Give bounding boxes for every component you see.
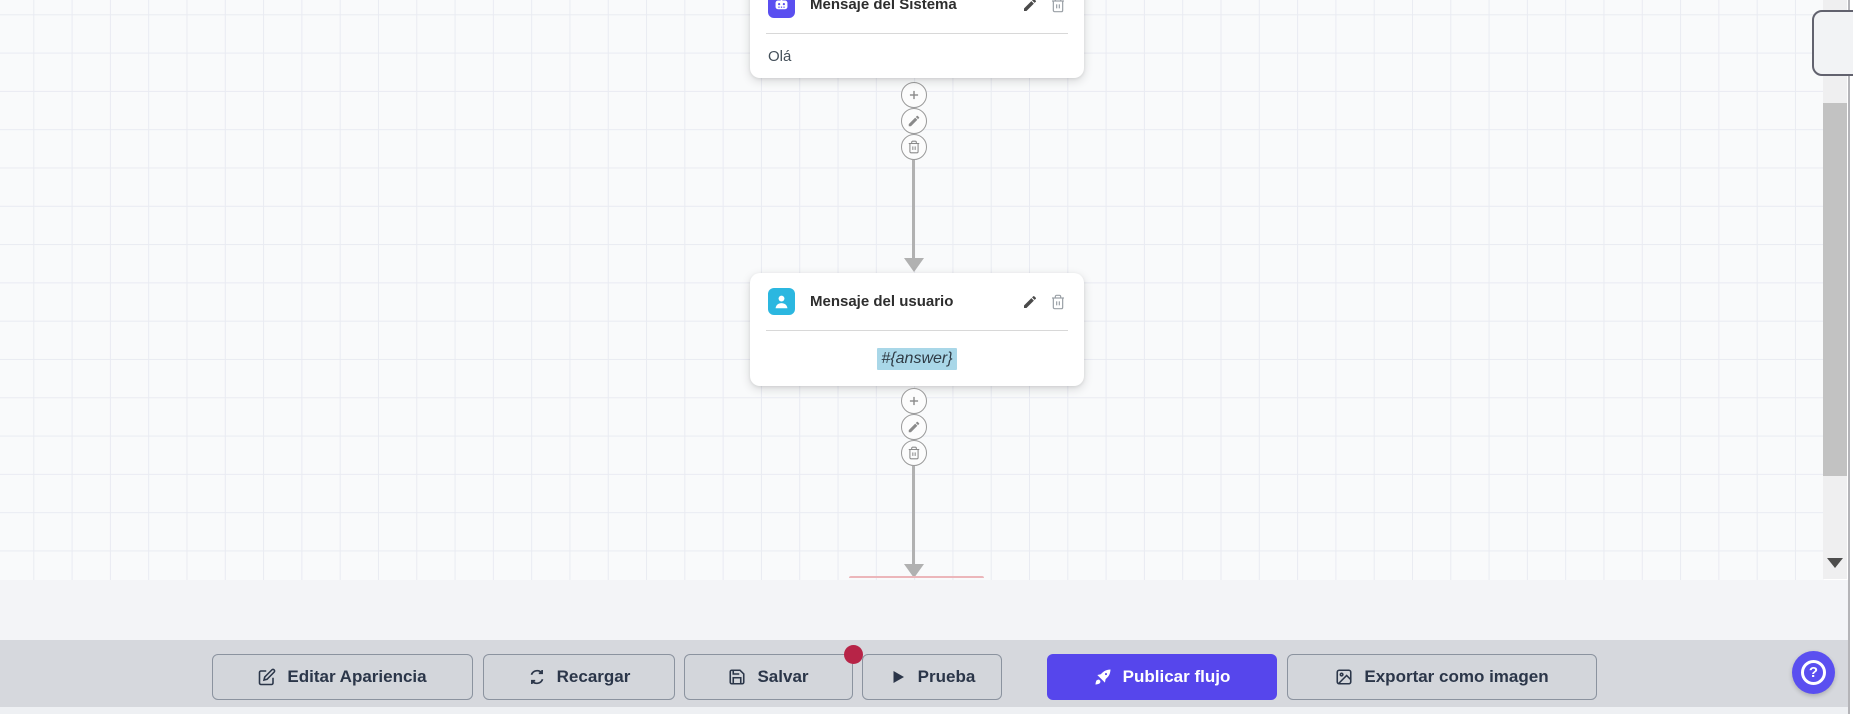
edit-node-button[interactable] xyxy=(901,414,927,440)
node-content: Olá xyxy=(768,47,792,65)
save-icon xyxy=(729,669,746,685)
edit-node-icon[interactable] xyxy=(1022,294,1038,310)
node-card-system-message[interactable]: Mensaje del Sistema Olá xyxy=(750,0,1084,78)
node-divider xyxy=(766,33,1068,34)
button-label: Prueba xyxy=(917,667,976,686)
add-node-button[interactable] xyxy=(901,388,927,414)
edit-node-icon[interactable] xyxy=(1022,0,1038,13)
help-button[interactable]: ? xyxy=(1792,651,1835,694)
node-divider xyxy=(766,330,1068,331)
delete-node-icon[interactable] xyxy=(1050,294,1066,310)
edit-icon xyxy=(259,668,276,686)
node-title: Mensaje del usuario xyxy=(810,293,954,310)
unsaved-changes-badge xyxy=(844,645,863,664)
delete-node-button[interactable] xyxy=(901,134,927,160)
delete-node-icon[interactable] xyxy=(1050,0,1066,13)
trash-icon xyxy=(908,446,920,460)
bottom-toolbar: Editar Apariencia Recargar Salvar Prueba… xyxy=(0,640,1848,707)
rocket-icon xyxy=(1095,669,1111,685)
edit-appearance-button[interactable]: Editar Apariencia xyxy=(212,654,473,700)
reload-button[interactable]: Recargar xyxy=(483,654,675,700)
pencil-icon xyxy=(908,421,920,433)
button-label: Editar Apariencia xyxy=(287,667,427,686)
vertical-scrollbar-thumb[interactable] xyxy=(1823,103,1847,476)
button-label: Publicar flujo xyxy=(1122,667,1231,686)
flow-canvas[interactable]: Mensaje del Sistema Olá Mensaje del usua… xyxy=(0,0,1824,580)
right-panel-border xyxy=(1848,0,1850,714)
next-node-top-edge xyxy=(849,576,984,578)
export-as-image-button[interactable]: Exportar como imagen xyxy=(1287,654,1597,700)
user-icon xyxy=(768,288,795,315)
image-icon xyxy=(1336,669,1352,685)
save-button[interactable]: Salvar xyxy=(684,654,853,700)
publish-flow-button[interactable]: Publicar flujo xyxy=(1047,654,1277,700)
connector-line xyxy=(912,160,915,258)
footer-strip xyxy=(0,580,1848,640)
footer-bottom-strip xyxy=(0,707,1848,714)
node-title: Mensaje del Sistema xyxy=(810,0,957,13)
refresh-icon xyxy=(530,669,544,685)
node-card-user-message[interactable]: Mensaje del usuario #{answer} xyxy=(750,273,1084,386)
add-node-button[interactable] xyxy=(901,82,927,108)
button-label: Recargar xyxy=(556,667,631,686)
node-header: Mensaje del Sistema xyxy=(750,0,1084,33)
button-label: Salvar xyxy=(757,667,809,686)
button-label: Exportar como imagen xyxy=(1364,667,1549,686)
pencil-icon xyxy=(908,115,920,127)
play-icon xyxy=(893,671,904,683)
connector-arrowhead xyxy=(904,564,924,578)
edit-node-button[interactable] xyxy=(901,108,927,134)
canvas-zoom-panel[interactable] xyxy=(1812,10,1853,76)
question-circle-icon: ? xyxy=(1801,660,1826,685)
scrollbar-down-arrow-icon[interactable] xyxy=(1827,558,1843,568)
robot-icon xyxy=(768,0,795,18)
variable-chip[interactable]: #{answer} xyxy=(877,347,957,370)
connector-arrowhead xyxy=(904,258,924,272)
test-button[interactable]: Prueba xyxy=(862,654,1002,700)
node-header: Mensaje del usuario xyxy=(750,273,1084,330)
delete-node-button[interactable] xyxy=(901,440,927,466)
trash-icon xyxy=(908,140,920,154)
connector-line xyxy=(912,466,915,564)
plus-icon xyxy=(909,90,919,100)
plus-icon xyxy=(909,396,919,406)
